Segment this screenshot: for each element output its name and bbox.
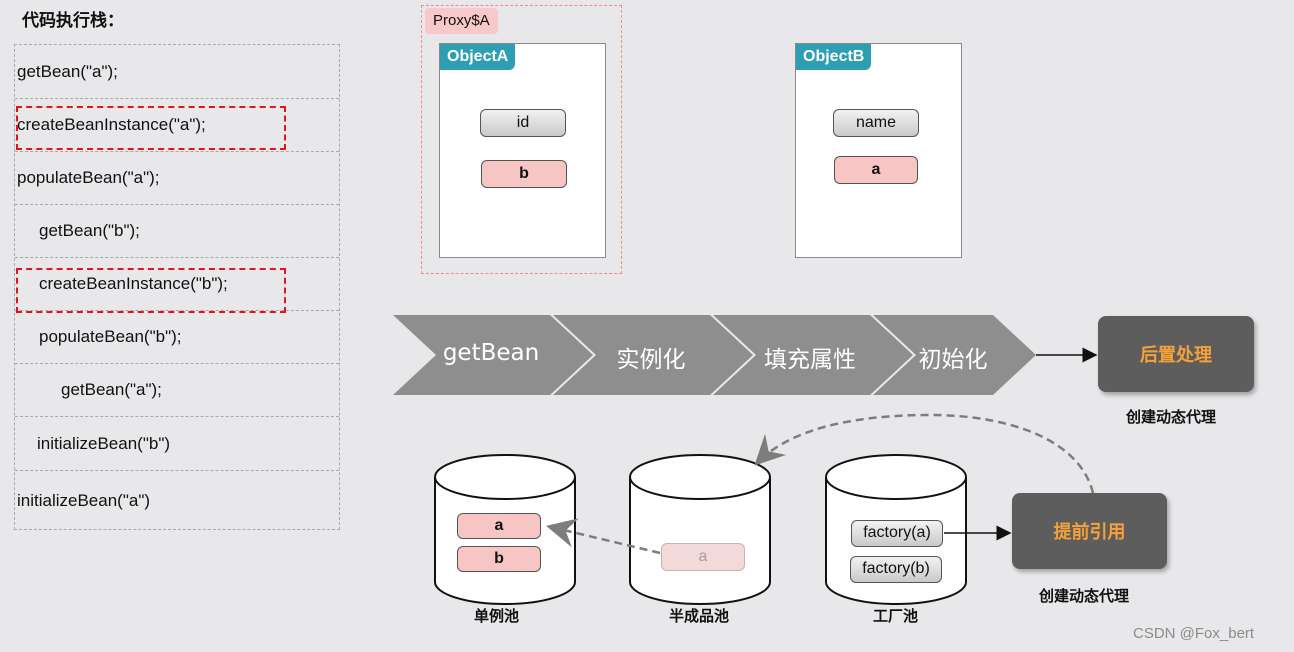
object-a-field-b: b bbox=[481, 160, 567, 188]
object-a-title: ObjectA bbox=[440, 44, 516, 70]
stack-row-text: getBean("b"); bbox=[39, 221, 140, 240]
singleton-item-a: a bbox=[457, 513, 541, 539]
stack-row-text: initializeBean("b") bbox=[37, 433, 171, 453]
step-getbean-label: getBean bbox=[442, 340, 540, 366]
step-instantiate-label: 实例化 bbox=[616, 347, 686, 373]
stack-row: initializeBean("a") bbox=[15, 471, 339, 531]
stack-row: populateBean("b"); bbox=[15, 311, 339, 364]
highlight-create-b bbox=[16, 268, 286, 313]
step-initialize-label: 初始化 bbox=[918, 347, 988, 373]
half-pool-label: 半成品池 bbox=[669, 607, 730, 625]
post-process-box: 后置处理 bbox=[1098, 316, 1254, 392]
stack-row-text: createBeanInstance("b"); bbox=[39, 274, 228, 293]
early-ref-caption: 创建动态代理 bbox=[1039, 587, 1130, 605]
object-a-field-id: id bbox=[480, 109, 566, 137]
factory-item-b: factory(b) bbox=[850, 556, 942, 583]
stack-row: getBean("b"); bbox=[15, 205, 339, 258]
singleton-item-b: b bbox=[457, 546, 541, 572]
arrow-early-ref-to-half bbox=[754, 413, 1095, 494]
half-pool-cylinder bbox=[629, 454, 771, 605]
post-process-label: 后置处理 bbox=[1140, 345, 1212, 366]
stack-row: getBean("a"); bbox=[15, 45, 339, 99]
singleton-pool-cylinder bbox=[434, 454, 576, 605]
object-b-box: ObjectB name a bbox=[795, 43, 962, 258]
code-stack: getBean("a"); createBeanInstance("a"); p… bbox=[14, 44, 340, 530]
watermark: CSDN @Fox_bert bbox=[1133, 625, 1255, 642]
singleton-pool-label: 单例池 bbox=[474, 607, 520, 625]
arrow-half-to-singleton bbox=[546, 518, 661, 555]
step-initialize-chevron bbox=[873, 315, 1036, 395]
stack-row-text: getBean("a"); bbox=[61, 380, 162, 399]
proxy-box bbox=[421, 5, 622, 274]
object-b-field-name: name bbox=[833, 109, 919, 137]
early-ref-label: 提前引用 bbox=[1053, 522, 1126, 543]
step-instantiate-chevron bbox=[553, 315, 753, 395]
proxy-label: Proxy$A bbox=[425, 8, 498, 34]
stack-title: 代码执行栈： bbox=[22, 11, 124, 31]
step-getbean-chevron bbox=[393, 315, 593, 395]
stack-row-text: initializeBean("a") bbox=[17, 491, 151, 510]
stack-row: createBeanInstance("b"); bbox=[15, 258, 339, 311]
factory-item-a: factory(a) bbox=[851, 520, 943, 547]
stack-row-text: populateBean("a"); bbox=[17, 168, 160, 187]
step-populate-label: 填充属性 bbox=[764, 347, 856, 373]
stack-row: initializeBean("b") bbox=[15, 417, 339, 471]
object-b-title: ObjectB bbox=[796, 44, 872, 70]
stack-row-text: createBeanInstance("a"); bbox=[17, 115, 206, 134]
stack-row: createBeanInstance("a"); bbox=[15, 99, 339, 152]
stack-row-text: populateBean("b"); bbox=[39, 327, 182, 346]
object-b-field-a: a bbox=[834, 156, 918, 184]
half-item-a: a bbox=[661, 543, 745, 571]
stack-row-text: getBean("a"); bbox=[17, 61, 118, 81]
object-a-box: ObjectA id b bbox=[439, 43, 606, 258]
factory-pool-label: 工厂池 bbox=[873, 607, 919, 625]
stack-row: populateBean("a"); bbox=[15, 152, 339, 205]
highlight-create-a bbox=[16, 106, 286, 150]
step-populate-chevron bbox=[713, 315, 913, 395]
early-ref-box: 提前引用 bbox=[1012, 493, 1167, 569]
post-process-caption: 创建动态代理 bbox=[1126, 408, 1217, 426]
stack-row: getBean("a"); bbox=[15, 364, 339, 417]
